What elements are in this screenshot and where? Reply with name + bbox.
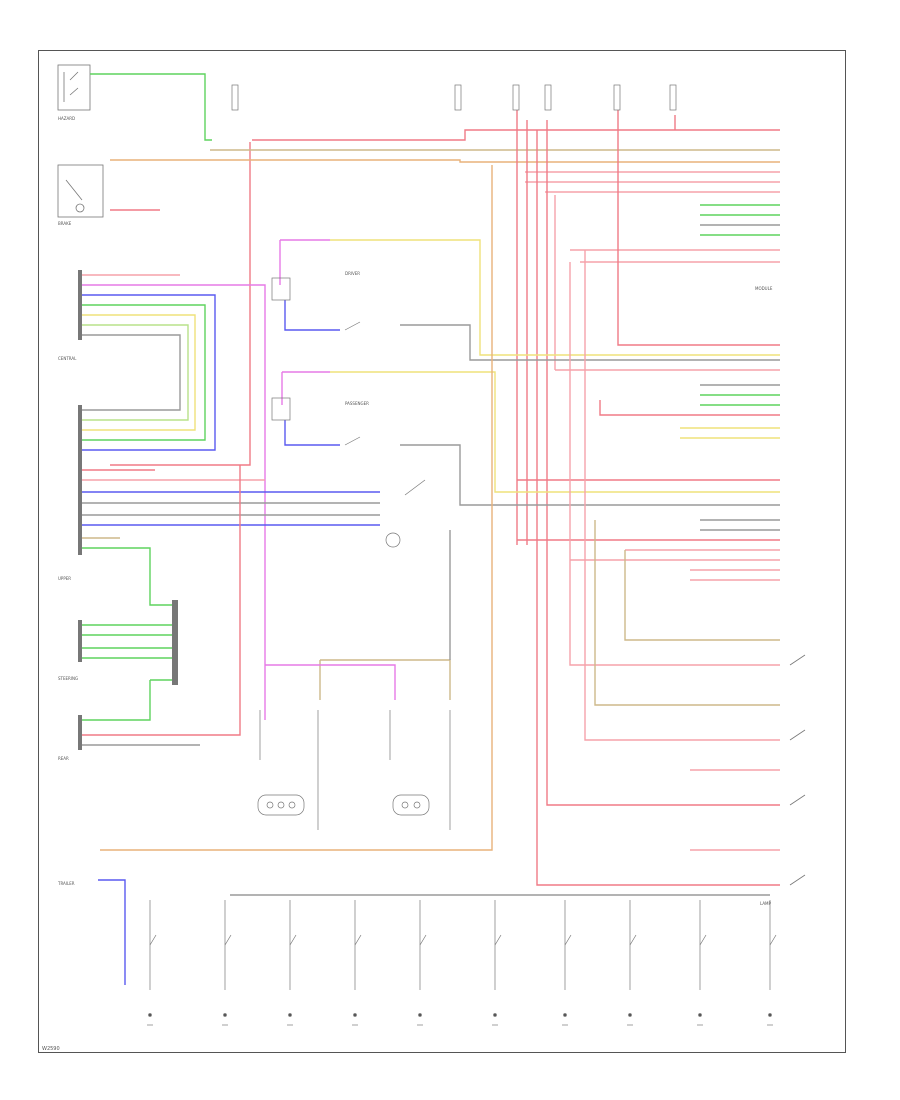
bottom-switch (222, 900, 232, 1026)
wire-red (80, 465, 241, 736)
wire-harness (80, 73, 780, 985)
wire-tan (320, 659, 451, 700)
bottom-switch (767, 900, 777, 1026)
wire-blue (284, 300, 340, 331)
wire-lightgreen (80, 324, 189, 421)
fuse-symbols (231, 84, 677, 111)
wire-blue (80, 294, 216, 451)
diagram-code: W2590 (42, 1046, 60, 1052)
wire-red (536, 130, 780, 886)
wire-yellow (80, 314, 196, 431)
wire-green (90, 73, 212, 141)
svg-text:TRAILER: TRAILER (57, 881, 75, 886)
bottom-switch (492, 900, 502, 1026)
svg-text:LAMP: LAMP (760, 901, 772, 906)
wire-violet (265, 664, 396, 700)
wire-blue (284, 420, 340, 446)
door-switches (271, 277, 426, 548)
bottom-switch-row (147, 900, 777, 1026)
wire-green (150, 605, 176, 681)
svg-text:HAZARD: HAZARD (58, 116, 75, 121)
svg-text:UPPER: UPPER (58, 576, 71, 581)
wire-red (546, 120, 780, 806)
svg-text:DRIVER: DRIVER (345, 271, 360, 276)
wire-grey (400, 324, 780, 361)
wire-grey (80, 334, 181, 411)
brake-light-switch-symbol (57, 164, 104, 218)
svg-text:BRAKE: BRAKE (58, 221, 72, 226)
wire-red (599, 400, 780, 416)
svg-text:CENTRAL: CENTRAL (58, 356, 77, 361)
wire-green (80, 304, 206, 441)
wire-pink (584, 250, 780, 741)
wire-grey (400, 444, 780, 506)
bottom-switch (147, 900, 157, 1026)
wire-green (80, 680, 151, 721)
wire-pink (569, 262, 780, 666)
svg-text:STEERING: STEERING (58, 676, 78, 681)
diagram-frame (38, 50, 846, 1053)
wire-green (80, 547, 175, 606)
component-labels: HAZARD BRAKE CENTRAL UPPER STEERING REAR… (57, 116, 773, 906)
svg-text:REAR: REAR (58, 756, 69, 761)
wire-violet (80, 284, 266, 720)
bottom-switch (562, 900, 572, 1026)
wire-red (617, 110, 780, 346)
svg-text:MODULE: MODULE (755, 286, 773, 291)
wire-tan (624, 550, 780, 641)
center-lamps (257, 710, 451, 830)
wire-tan (594, 520, 780, 706)
connector-pins (78, 270, 178, 750)
right-lamp-switches (789, 654, 806, 886)
wire-red (110, 142, 251, 466)
wire-red (252, 129, 780, 141)
bottom-switch (627, 900, 637, 1026)
bottom-switch (417, 900, 427, 1026)
bottom-switch (352, 900, 362, 1026)
wire-orange (110, 159, 780, 163)
wire-orange (100, 165, 493, 851)
wire-blue (98, 879, 126, 985)
hazard-switch-symbol (57, 64, 91, 111)
wire-yellow (330, 239, 780, 356)
svg-text:PASSENGER: PASSENGER (345, 401, 369, 406)
bottom-switch (697, 900, 707, 1026)
bottom-switch (287, 900, 297, 1026)
wire-yellow (330, 371, 780, 493)
